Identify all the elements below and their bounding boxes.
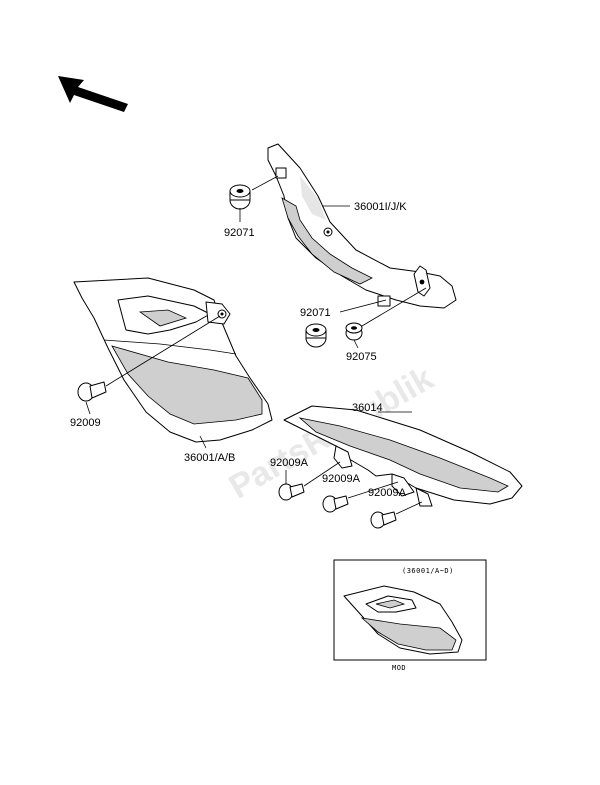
chain-cover [283,405,523,507]
callout-92009a-3: 92009A [368,487,407,499]
callout-92009a-1: 92009A [270,457,309,469]
inset-caption: (36001/A~D) [402,567,454,575]
damper-92075 [345,322,363,341]
side-cover-lower [73,277,273,443]
grommet-92071-mid [305,323,327,348]
callout-92009a-2: 92009A [322,473,361,485]
bolt-92009 [77,381,107,402]
inset-panel: (36001/A~D) MOD [333,559,487,672]
callout-92071-top: 92071 [224,227,255,239]
side-cover-upper [267,143,457,309]
callout-36014: 36014 [352,402,383,414]
callout-36001ijk: 36001I/J/K [354,201,407,213]
callout-92071-mid: 92071 [300,307,331,319]
direction-arrow-icon [58,76,128,112]
callout-92009: 92009 [70,417,101,429]
callout-92075: 92075 [346,351,377,363]
bolt-92009a-3 [370,511,397,529]
inset-footer: MOD [392,664,406,672]
bolt-92009a-2 [322,495,349,513]
bolt-92009a-1 [278,483,305,501]
callout-36001ab: 36001/A/B [184,452,235,464]
grommet-92071-top [229,184,251,210]
